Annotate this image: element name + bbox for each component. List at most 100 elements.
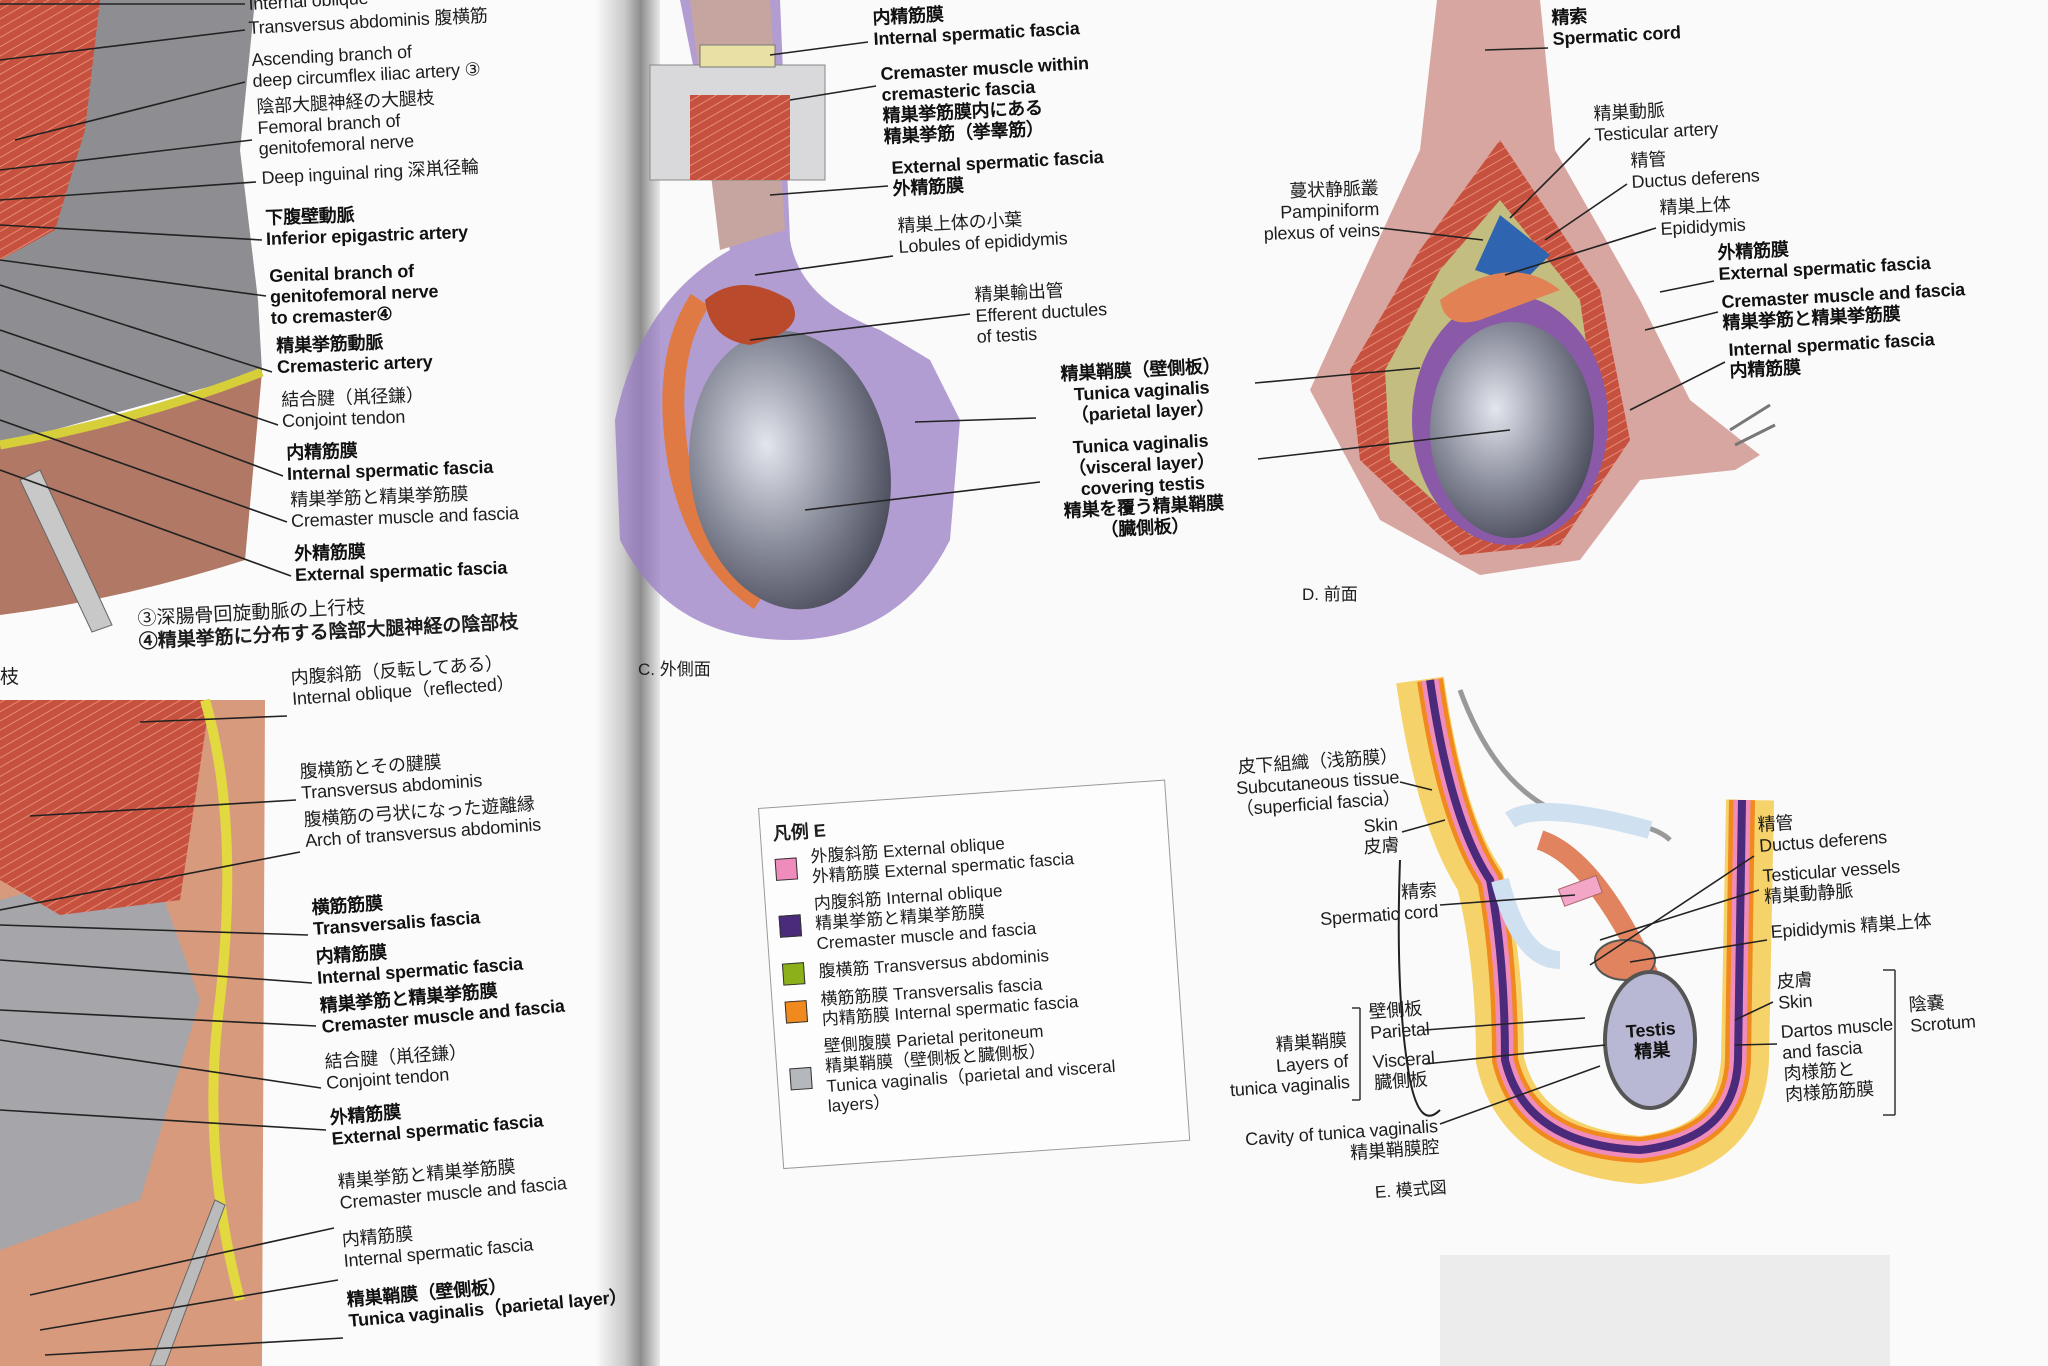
legend-swatch <box>774 857 799 881</box>
leader-line <box>1439 894 1576 906</box>
leader-line <box>29 1227 335 1296</box>
leader-line <box>139 715 288 723</box>
leader-line <box>1629 361 1726 411</box>
figure-c-labels-5: 精巣鞘膜（壁側板）Tunica vaginalis（parietal layer… <box>1030 354 1253 428</box>
figure-c-labels-6: Tunica vaginalis（visceral layer）covering… <box>1030 428 1255 544</box>
leader-line <box>914 417 1037 423</box>
figure-d-anterior-view <box>1310 0 1776 575</box>
leader-line <box>1401 819 1446 833</box>
leader-line <box>749 313 971 341</box>
leader-line <box>1399 781 1433 791</box>
book-gutter <box>596 0 660 1366</box>
legend-swatch <box>784 1000 809 1024</box>
leader-line <box>0 924 309 936</box>
figure-e-caption: E. 模式図 <box>1374 1177 1448 1202</box>
leader-line <box>0 139 253 171</box>
leader-line <box>14 81 246 141</box>
leader-line <box>1544 183 1628 241</box>
leader-line <box>1599 889 1760 941</box>
leader-lines <box>0 3 1778 1356</box>
cut-off-fragment: 枝 <box>0 667 20 688</box>
legend-swatch <box>789 1066 813 1091</box>
leader-line <box>0 284 273 373</box>
label-line: Epididymis <box>1660 214 1747 239</box>
inguinal-dissection-upper <box>0 0 264 633</box>
leader-line <box>0 329 279 426</box>
leader-line <box>0 469 292 577</box>
leader-line <box>0 851 301 911</box>
label-line: 臓側板 <box>1373 1069 1429 1093</box>
leader-line <box>1254 367 1421 384</box>
leader-line <box>39 1279 339 1331</box>
leader-line <box>0 1039 322 1089</box>
leader-line <box>1484 47 1549 51</box>
leader-line <box>1379 227 1484 241</box>
legend-swatch <box>781 962 806 986</box>
leader-line <box>1504 227 1657 276</box>
leader-line <box>1629 939 1768 963</box>
leader-line <box>0 959 313 984</box>
leader-line <box>754 255 894 276</box>
inguinal-dissection-lower <box>0 698 265 1366</box>
legend-swatch <box>778 914 803 938</box>
figure-d-caption: D. 前面 <box>1302 585 1358 604</box>
leader-line <box>0 369 284 477</box>
leader-line <box>0 181 257 201</box>
leader-line <box>769 185 889 196</box>
leader-line <box>0 224 263 241</box>
leader-line <box>1424 1044 1606 1065</box>
leader-line <box>1644 311 1719 331</box>
leader-line <box>1424 1017 1586 1031</box>
leader-line <box>804 481 1041 511</box>
left-page-upper-labels-8: 結合腱（鼡径鎌）Conjoint tendon <box>281 385 425 432</box>
leader-line <box>0 29 246 61</box>
leader-line <box>0 1109 327 1131</box>
figure-c-caption: C. 外側面 <box>638 660 711 679</box>
leader-line <box>1659 280 1715 293</box>
leader-line <box>1589 855 1755 966</box>
leader-line <box>0 259 267 297</box>
label-line: Parietal <box>1369 1018 1431 1043</box>
leader-line <box>44 1337 344 1356</box>
leader-line <box>0 419 288 523</box>
figure-c-lateral-view <box>615 0 960 640</box>
leader-line <box>1734 1043 1778 1046</box>
leader-line <box>1734 1001 1774 1021</box>
leader-line <box>1509 137 1591 219</box>
figure-e-schematic <box>1352 676 1896 1185</box>
leader-line <box>1257 429 1511 460</box>
leader-line <box>1439 1065 1601 1125</box>
label-line: 皮膚 <box>1776 969 1813 992</box>
leader-line <box>789 85 877 101</box>
leader-line <box>29 799 297 817</box>
